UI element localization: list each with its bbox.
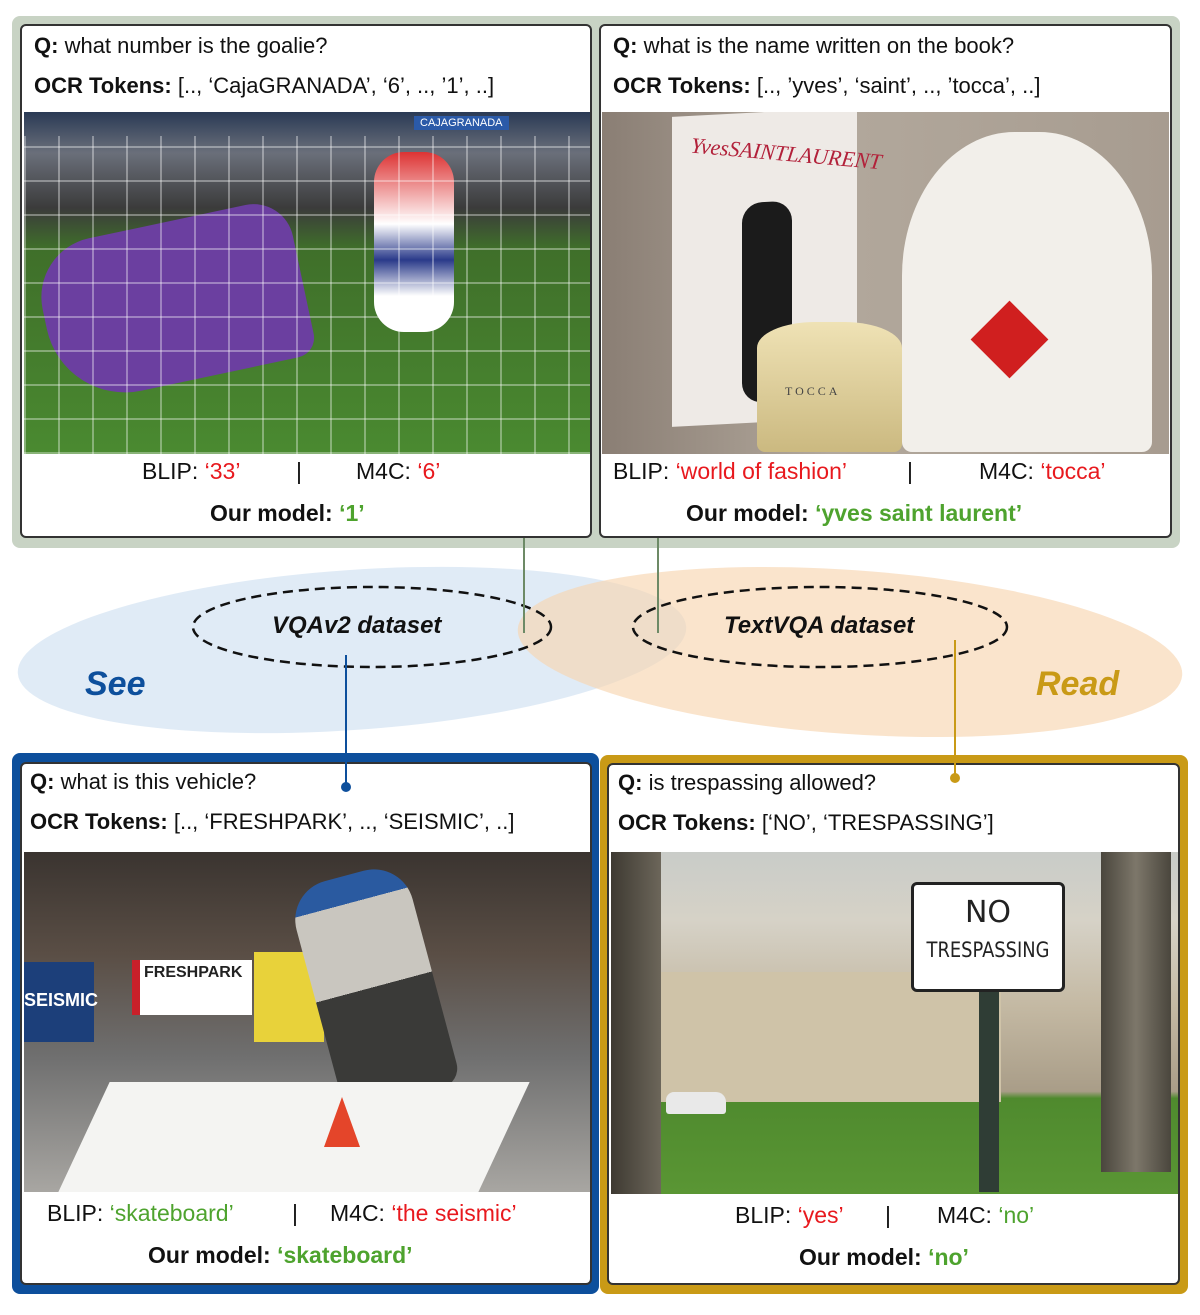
ocr-line: OCR Tokens: [‘NO’, ‘TRESPASSING’]	[618, 810, 994, 836]
question-label: Q:	[34, 33, 59, 58]
ocr-line: OCR Tokens: [.., ‘FRESHPARK’, .., ‘SEISM…	[30, 809, 515, 835]
ocr-label: OCR Tokens:	[613, 73, 751, 98]
banner-text: CAJAGRANADA	[414, 116, 509, 130]
baseline-answers: BLIP: ‘world of fashion’	[613, 458, 847, 485]
question-label: Q:	[30, 769, 55, 794]
blip-answer: ‘yes’	[797, 1202, 844, 1228]
question-line: Q: what number is the goalie?	[34, 33, 328, 59]
baseline-answers: BLIP: ‘skateboard’	[47, 1200, 234, 1227]
read-label: Read	[1036, 665, 1120, 703]
our-model-label: Our model:	[686, 500, 809, 526]
our-model-line: Our model: ‘no’	[799, 1244, 969, 1271]
blip-answer: ‘skateboard’	[109, 1200, 234, 1226]
separator: |	[885, 1202, 891, 1228]
ocr-label: OCR Tokens:	[618, 810, 756, 835]
panel-book: Q: what is the name written on the book?…	[599, 24, 1172, 538]
freshpark-banner: FRESHPARK	[132, 960, 252, 1015]
separator: |	[292, 1200, 298, 1226]
ocr-label: OCR Tokens:	[34, 73, 172, 98]
separator: |	[296, 458, 302, 484]
m4c-answer: ‘tocca’	[1040, 458, 1106, 484]
panel-goalie: Q: what number is the goalie? OCR Tokens…	[20, 24, 592, 538]
our-model-line: Our model: ‘skateboard’	[148, 1242, 413, 1269]
ocr-tokens: [.., ‘FRESHPARK’, .., ‘SEISMIC’, ..]	[173, 809, 515, 834]
ocr-label: OCR Tokens:	[30, 809, 168, 834]
skateboard-photo: SEISMIC FRESHPARK	[24, 852, 590, 1192]
tocca-jar: TOCCA	[757, 322, 902, 452]
blip-label: BLIP:	[47, 1200, 104, 1226]
blip-label: BLIP:	[142, 458, 199, 484]
necklace-stand	[902, 132, 1152, 452]
book-title-text: YvesSAINTLAURENT	[689, 132, 884, 175]
ocr-line: OCR Tokens: [.., ‘CajaGRANADA’, ‘6’, ..,…	[34, 73, 494, 99]
our-model-answer: ‘skateboard’	[277, 1242, 413, 1268]
blip-answer: ‘world of fashion’	[675, 458, 847, 484]
separator: |	[907, 458, 913, 484]
textvqa-dataset-label: TextVQA dataset	[724, 612, 915, 639]
traffic-cone	[324, 1097, 360, 1147]
ocr-line: OCR Tokens: [.., ’yves’, ‘saint’, .., ’t…	[613, 73, 1040, 99]
panel-vehicle: Q: what is this vehicle? OCR Tokens: [..…	[20, 762, 592, 1285]
our-model-line: Our model: ‘1’	[210, 500, 365, 527]
question-label: Q:	[613, 33, 638, 58]
sign-text-trespassing: TRESPASSING	[926, 938, 1050, 962]
tree-trunk-left	[611, 852, 661, 1194]
question-line: Q: what is this vehicle?	[30, 769, 256, 795]
our-model-answer: ‘1’	[339, 500, 365, 526]
our-model-label: Our model:	[148, 1242, 271, 1268]
ocr-tokens: [‘NO’, ‘TRESPASSING’]	[761, 810, 994, 835]
question-text: what is this vehicle?	[60, 769, 257, 794]
goal-net	[24, 136, 590, 454]
our-model-answer: ‘yves saint laurent’	[815, 500, 1023, 526]
tree-trunk-right	[1101, 852, 1171, 1172]
m4c-label: M4C:	[330, 1200, 385, 1226]
m4c-answer-line: M4C: ‘no’	[937, 1202, 1034, 1229]
panel-trespassing: Q: is trespassing allowed? OCR Tokens: […	[607, 763, 1180, 1285]
question-text: is trespassing allowed?	[648, 770, 877, 795]
m4c-label: M4C:	[356, 458, 411, 484]
question-label: Q:	[618, 770, 643, 795]
book-photo: YvesSAINTLAURENT TOCCA	[602, 112, 1169, 454]
baseline-answers: BLIP: ‘33’	[142, 458, 240, 485]
m4c-answer-line: M4C: ‘the seismic’	[330, 1200, 517, 1227]
m4c-label: M4C:	[937, 1202, 992, 1228]
building	[661, 972, 1001, 1102]
m4c-answer: ‘6’	[417, 458, 441, 484]
seismic-banner: SEISMIC	[24, 962, 98, 1042]
blip-label: BLIP:	[735, 1202, 792, 1228]
see-ellipse	[17, 566, 687, 734]
our-model-line: Our model: ‘yves saint laurent’	[686, 500, 1022, 527]
our-model-label: Our model:	[799, 1244, 922, 1270]
question-text: what is the name written on the book?	[643, 33, 1015, 58]
skater-figure	[286, 860, 462, 1114]
read-ellipse	[517, 566, 1183, 738]
our-model-label: Our model:	[210, 500, 333, 526]
jar-label-text: TOCCA	[785, 384, 841, 398]
m4c-answer-line: M4C: ‘6’	[356, 458, 440, 485]
ocr-tokens: [.., ’yves’, ‘saint’, .., ’tocca’, ..]	[756, 73, 1041, 98]
vqav2-dataset-label: VQAv2 dataset	[272, 612, 442, 639]
baseline-answers: BLIP: ‘yes’	[735, 1202, 844, 1229]
m4c-label: M4C:	[979, 458, 1034, 484]
question-line: Q: what is the name written on the book?	[613, 33, 1014, 59]
m4c-answer: ‘the seismic’	[391, 1200, 517, 1226]
our-model-answer: ‘no’	[928, 1244, 969, 1270]
sign-text-no: NO	[964, 895, 1012, 930]
no-trespassing-sign: NO TRESPASSING	[911, 882, 1065, 992]
striker-figure	[374, 152, 454, 332]
parked-car	[666, 1092, 726, 1114]
question-text: what number is the goalie?	[64, 33, 328, 58]
question-line: Q: is trespassing allowed?	[618, 770, 876, 796]
blip-label: BLIP:	[613, 458, 670, 484]
see-label: See	[85, 665, 146, 703]
ocr-tokens: [.., ‘CajaGRANADA’, ‘6’, .., ’1’, ..]	[177, 73, 495, 98]
sign-post	[979, 992, 999, 1192]
m4c-answer: ‘no’	[998, 1202, 1035, 1228]
blip-answer: ‘33’	[204, 458, 241, 484]
goalie-photo: CAJAGRANADA	[24, 112, 590, 454]
ramp	[58, 1082, 530, 1192]
trespassing-photo: NO TRESPASSING	[611, 852, 1178, 1194]
m4c-answer-line: M4C: ‘tocca’	[979, 458, 1106, 485]
